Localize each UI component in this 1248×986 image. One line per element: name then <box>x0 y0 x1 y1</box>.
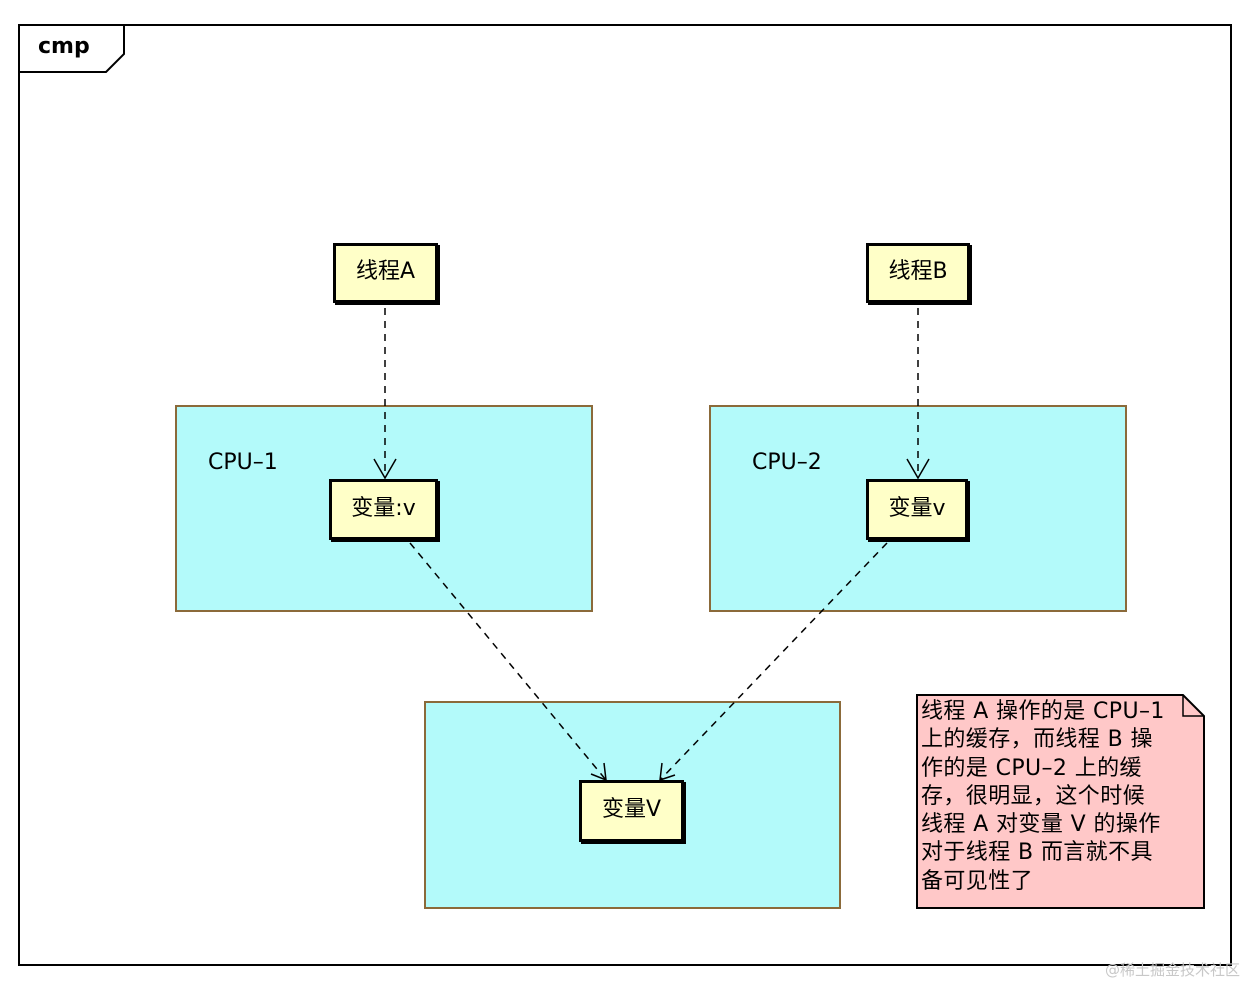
note-line: 上的缓存，而线程 B 操 <box>921 727 1153 753</box>
cpu-2-label: CPU–2 <box>752 450 822 475</box>
var-main-label: 变量V <box>601 797 662 822</box>
watermark: @稀土掘金技术社区 <box>1104 961 1240 979</box>
note-line: 存，很明显，这个时候 <box>921 783 1146 809</box>
arrow-var-cpu2-to-var-main <box>659 542 888 781</box>
note-line: 线程 A 对变量 V 的操作 <box>921 812 1161 838</box>
frame-tab <box>18 24 125 73</box>
arrow-var-cpu1-to-var-main <box>409 542 607 781</box>
arrowhead-var-cpu2 <box>906 458 930 480</box>
arrowhead-var-cpu1 <box>373 458 397 480</box>
var-cpu2-label: 变量v <box>888 495 946 521</box>
var-cpu1-node[interactable]: 变量:v <box>329 479 438 540</box>
note-line: 作的是 CPU–2 上的缓 <box>921 755 1142 781</box>
note-text: 线程 A 操作的是 CPU–1 上的缓存，而线程 B 操 作的是 CPU–2 上… <box>921 698 1191 896</box>
note-line: 备可见性了 <box>921 868 1034 894</box>
thread-b-label: 线程B <box>888 259 948 284</box>
cpu-1-label: CPU–1 <box>208 450 278 475</box>
note-line: 对于线程 B 而言就不具 <box>921 840 1153 866</box>
var-cpu1-label: 变量:v <box>351 495 416 521</box>
var-main-node[interactable]: 变量V <box>579 780 684 842</box>
thread-b-node[interactable]: 线程B <box>866 243 970 303</box>
diagram-frame <box>18 24 1232 966</box>
note-line: 线程 A 操作的是 CPU–1 <box>921 699 1165 724</box>
note-box[interactable] <box>916 694 1205 909</box>
thread-a-node[interactable]: 线程A <box>333 243 438 303</box>
frame-title: cmp <box>38 34 90 59</box>
thread-a-label: 线程A <box>355 259 416 284</box>
var-cpu2-node[interactable]: 变量v <box>866 479 968 540</box>
